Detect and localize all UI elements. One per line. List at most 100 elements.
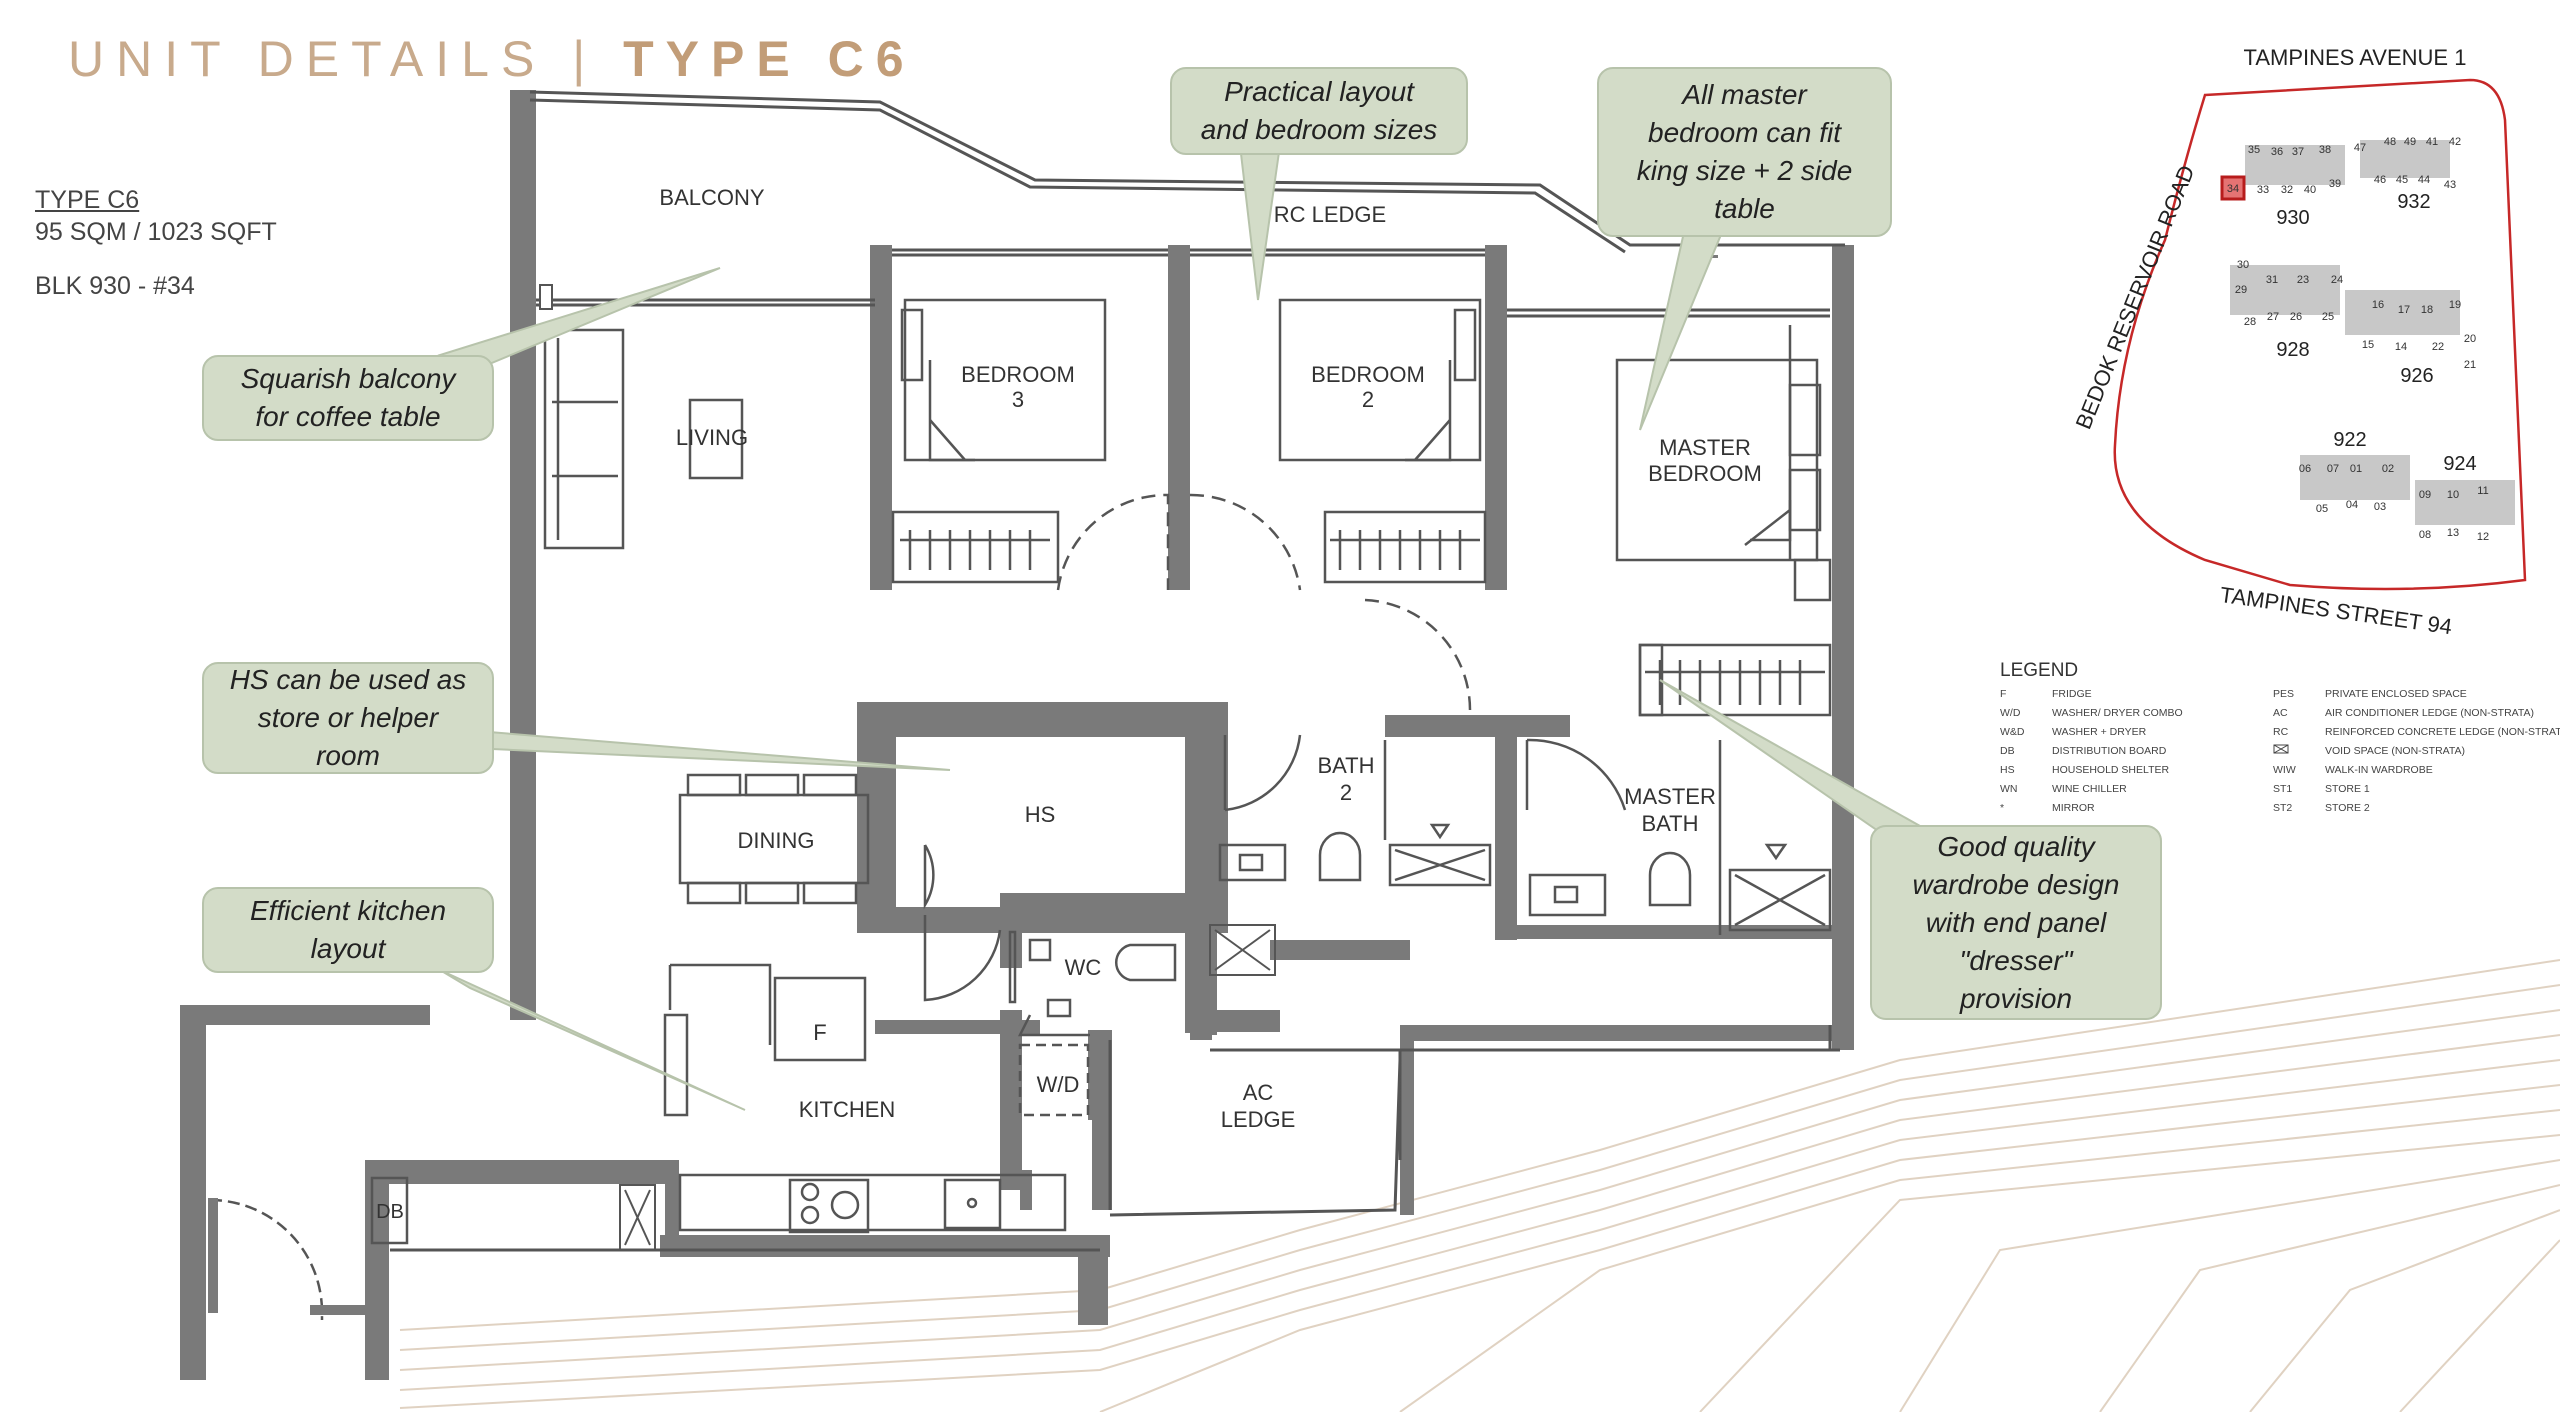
block-928: 928 xyxy=(2276,339,2309,361)
room-wc: WC xyxy=(1065,955,1102,980)
svg-text:38: 38 xyxy=(2319,144,2331,156)
svg-text:25: 25 xyxy=(2322,311,2334,323)
svg-text:12: 12 xyxy=(2477,531,2489,543)
svg-text:05: 05 xyxy=(2316,503,2328,515)
unit-type: TYPE C6 xyxy=(35,186,140,214)
svg-text:19: 19 xyxy=(2449,299,2461,311)
svg-text:40: 40 xyxy=(2304,184,2316,196)
svg-text:39: 39 xyxy=(2329,178,2341,190)
svg-text:03: 03 xyxy=(2374,501,2386,513)
svg-text:21: 21 xyxy=(2464,359,2476,371)
entry-door-leaf xyxy=(208,1198,218,1313)
bedroom2-furniture xyxy=(1278,298,1487,584)
washer-dryer-label: W/D xyxy=(1037,1072,1080,1097)
svg-text:32: 32 xyxy=(2281,184,2293,196)
svg-text:23: 23 xyxy=(2297,274,2309,286)
room-ac-label: AC xyxy=(1243,1080,1274,1105)
door-swing xyxy=(1056,493,1170,591)
svg-text:14: 14 xyxy=(2395,341,2407,353)
room-bedroom2-number: 2 xyxy=(1362,387,1374,412)
db-label: DB xyxy=(376,1201,404,1223)
svg-text:24: 24 xyxy=(2331,274,2343,286)
room-bedroom2-label: BEDROOM xyxy=(1311,362,1425,387)
svg-text:11: 11 xyxy=(2477,485,2488,497)
title-type: TYPE C6 xyxy=(623,31,916,87)
svg-text:33: 33 xyxy=(2257,184,2269,196)
svg-text:16: 16 xyxy=(2372,299,2384,311)
svg-text:44: 44 xyxy=(2418,174,2430,186)
title-main: UNIT DETAILS xyxy=(68,31,547,87)
site-plan: TAMPINES AVENUE 1 BEDOK RESERVOIR ROAD T… xyxy=(2071,45,2527,639)
block-930: 930 xyxy=(2276,207,2309,229)
unit-area: 95 SQM / 1023 SQFT xyxy=(35,218,277,246)
svg-text:37: 37 xyxy=(2292,146,2304,158)
room-bath2-number: 2 xyxy=(1340,780,1352,805)
svg-text:27: 27 xyxy=(2267,311,2279,323)
room-kitchen: KITCHEN xyxy=(799,1097,896,1122)
room-master-bath-label: MASTER xyxy=(1624,784,1716,809)
fridge-label: F xyxy=(813,1020,826,1045)
svg-text:45: 45 xyxy=(2396,174,2408,186)
entry-door xyxy=(209,1198,324,1320)
room-dining: DINING xyxy=(738,828,815,853)
svg-text:15: 15 xyxy=(2362,339,2374,351)
svg-text:18: 18 xyxy=(2421,304,2433,316)
road-left: BEDOK RESERVOIR ROAD xyxy=(2071,162,2200,433)
svg-text:04: 04 xyxy=(2346,499,2358,511)
unit-block: BLK 930 - #34 xyxy=(35,272,195,300)
svg-text:29: 29 xyxy=(2235,284,2247,296)
unit-info: TYPE C6 95 SQM / 1023 SQFT BLK 930 - #34 xyxy=(35,184,277,302)
door-swing xyxy=(1189,493,1302,591)
svg-text:26: 26 xyxy=(2290,311,2302,323)
dining-table xyxy=(678,773,870,905)
svg-text:30: 30 xyxy=(2237,259,2249,271)
svg-text:01: 01 xyxy=(2350,463,2362,475)
ledge-lines xyxy=(390,90,1845,1252)
room-bath2-label: BATH xyxy=(1317,753,1374,778)
bath2-fixtures xyxy=(1218,734,1492,887)
hs-walls xyxy=(857,702,1228,933)
title-separator: | xyxy=(572,31,598,87)
svg-text:46: 46 xyxy=(2374,174,2386,186)
site-boundary xyxy=(2113,78,2527,591)
room-master-bath-sub: BATH xyxy=(1641,811,1698,836)
svg-text:43: 43 xyxy=(2444,179,2456,191)
room-bedroom3-number: 3 xyxy=(1012,387,1024,412)
hs-door xyxy=(923,844,935,910)
room-balcony: BALCONY xyxy=(659,185,764,210)
road-top: TAMPINES AVENUE 1 xyxy=(2244,45,2467,70)
kitchen-fixtures xyxy=(663,963,1090,1234)
room-master-bedroom-label: MASTER xyxy=(1659,435,1751,460)
legend-title: LEGEND xyxy=(2000,660,2079,681)
master-bedroom-furniture xyxy=(1615,325,1832,717)
master-bath-fixtures xyxy=(1525,738,1832,935)
balcony-outlet xyxy=(539,284,553,310)
unit-34-highlight xyxy=(2220,175,2246,201)
decorative-lines xyxy=(399,959,2560,1412)
svg-text:41: 41 xyxy=(2426,136,2438,148)
wc-fixtures xyxy=(923,915,1177,1018)
block-922: 922 xyxy=(2333,429,2366,451)
svg-text:17: 17 xyxy=(2398,304,2410,316)
room-rc-ledge: RC LEDGE xyxy=(1274,202,1386,227)
page-title: UNIT DETAILS | TYPE C6 xyxy=(68,30,916,88)
svg-text:34: 34 xyxy=(2227,183,2239,195)
svg-text:09: 09 xyxy=(2419,489,2431,501)
svg-text:35: 35 xyxy=(2248,144,2260,156)
svg-text:22: 22 xyxy=(2432,341,2444,353)
sofa xyxy=(543,328,625,550)
void-legend-icon xyxy=(2273,742,2325,761)
svg-text:13: 13 xyxy=(2447,527,2459,539)
svg-text:48: 48 xyxy=(2384,136,2396,148)
room-master-bedroom-sub: BEDROOM xyxy=(1648,461,1762,486)
svg-text:20: 20 xyxy=(2464,333,2476,345)
